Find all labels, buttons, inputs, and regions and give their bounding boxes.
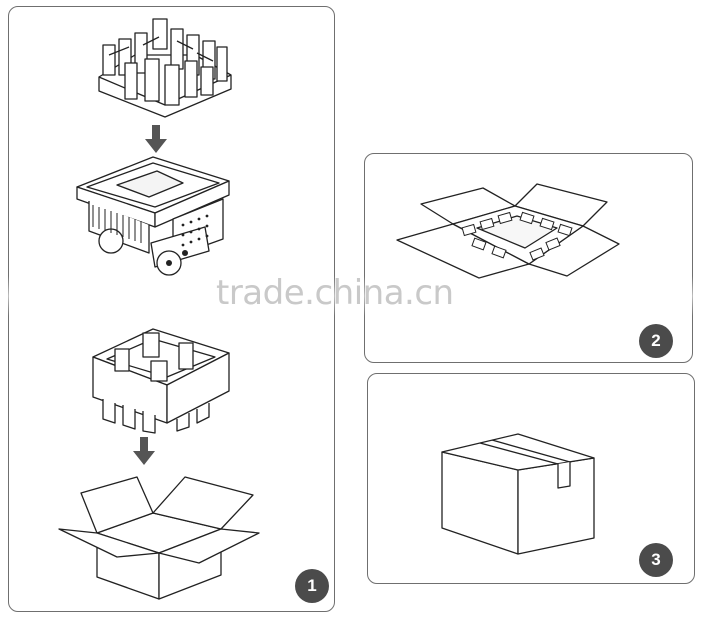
step-number-badge: 1: [295, 569, 329, 603]
step-1-panel: 1: [8, 6, 335, 612]
step-number-badge: 3: [639, 543, 673, 577]
light-fixture-illustration: [73, 153, 233, 279]
arrow-down-icon: [133, 437, 155, 465]
open-box-illustration: [57, 469, 261, 601]
packing-tray-illustration: [89, 319, 233, 435]
step-number-badge: 2: [639, 324, 673, 358]
step-3-panel: 3: [367, 373, 695, 584]
box-with-insert-illustration: [397, 180, 621, 280]
step-2-panel: 2: [364, 153, 693, 363]
foam-insert-tray-illustration: [95, 15, 235, 115]
sealed-box-illustration: [440, 430, 596, 556]
arrow-down-icon: [145, 125, 167, 153]
